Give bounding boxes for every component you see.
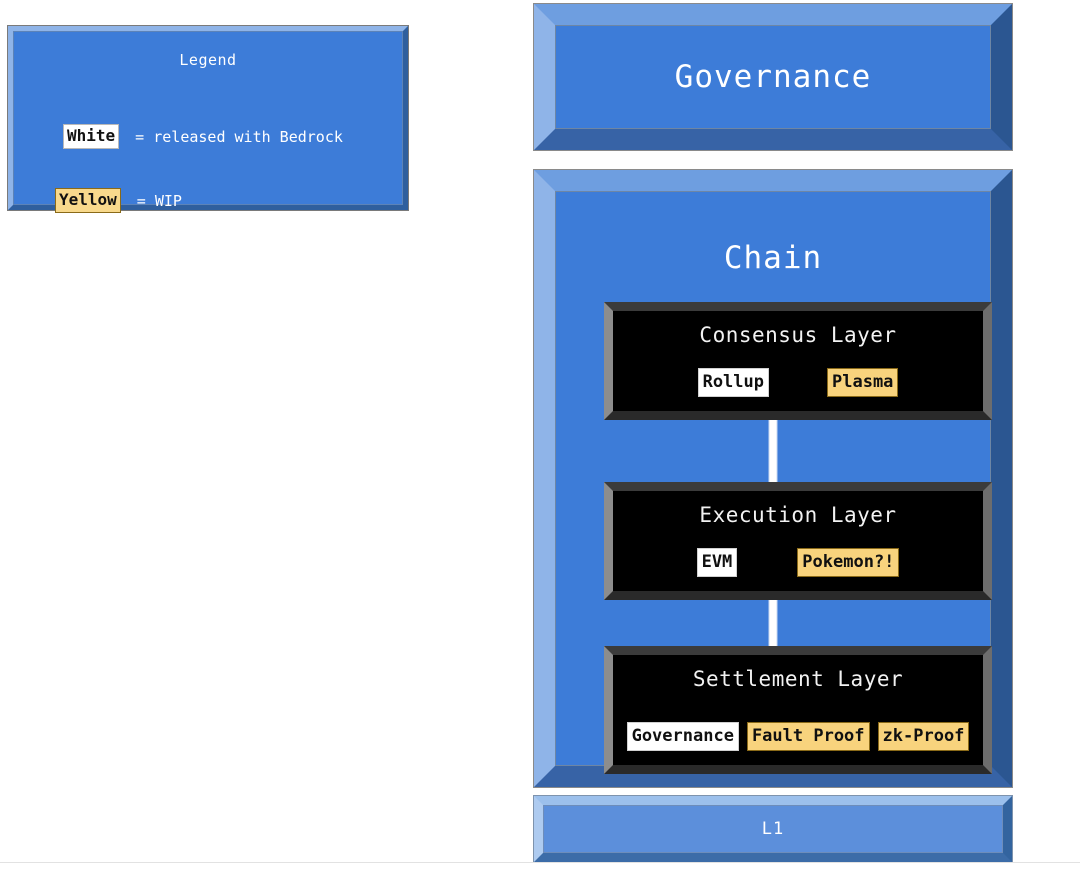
page-bottom-rule	[0, 862, 1080, 863]
legend-panel: Legend White = released with Bedrock Yel…	[7, 25, 409, 213]
consensus-layer-card: Consensus Layer Rollup Plasma	[604, 302, 992, 420]
legend-row-white: White = released with Bedrock	[63, 124, 343, 149]
settlement-layer-card: Settlement Layer Governance Fault Proof …	[604, 646, 992, 774]
consensus-layer-title: Consensus Layer	[699, 323, 897, 347]
badge-governance: Governance	[626, 722, 739, 751]
badge-evm: EVM	[696, 548, 738, 577]
legend-row-yellow: Yellow = WIP	[55, 188, 182, 213]
badge-fault-proof: Fault Proof	[746, 722, 870, 751]
connector-consensus-execution	[768, 420, 778, 482]
connector-execution-settlement	[768, 600, 778, 646]
execution-layer-title: Execution Layer	[699, 503, 897, 527]
badge-pokemon: Pokemon?!	[797, 548, 900, 577]
execution-layer-card: Execution Layer EVM Pokemon?!	[604, 482, 992, 600]
settlement-layer-title: Settlement Layer	[692, 667, 904, 691]
legend-title: Legend	[179, 51, 237, 69]
l1-panel: L1	[533, 795, 1013, 863]
l1-label: L1	[761, 819, 785, 839]
legend-chip-yellow: Yellow	[55, 188, 121, 213]
legend-inner-border	[13, 31, 403, 205]
legend-meaning-white: = released with Bedrock	[135, 127, 343, 146]
governance-panel: Governance	[533, 3, 1013, 151]
badge-zk-proof: zk-Proof	[877, 722, 970, 751]
settlement-layer-badges: Governance Fault Proof zk-Proof	[613, 722, 983, 751]
consensus-layer-badges: Rollup Plasma	[613, 368, 983, 397]
legend-chip-white: White	[63, 124, 120, 149]
governance-label: Governance	[674, 59, 872, 95]
chain-label: Chain	[723, 240, 823, 276]
execution-layer-badges: EVM Pokemon?!	[613, 548, 983, 577]
badge-rollup: Rollup	[697, 368, 769, 397]
chain-panel: Chain Consensus Layer Rollup Plasma Exec…	[533, 169, 1013, 788]
badge-plasma: Plasma	[827, 368, 899, 397]
legend-meaning-yellow: = WIP	[136, 191, 182, 210]
